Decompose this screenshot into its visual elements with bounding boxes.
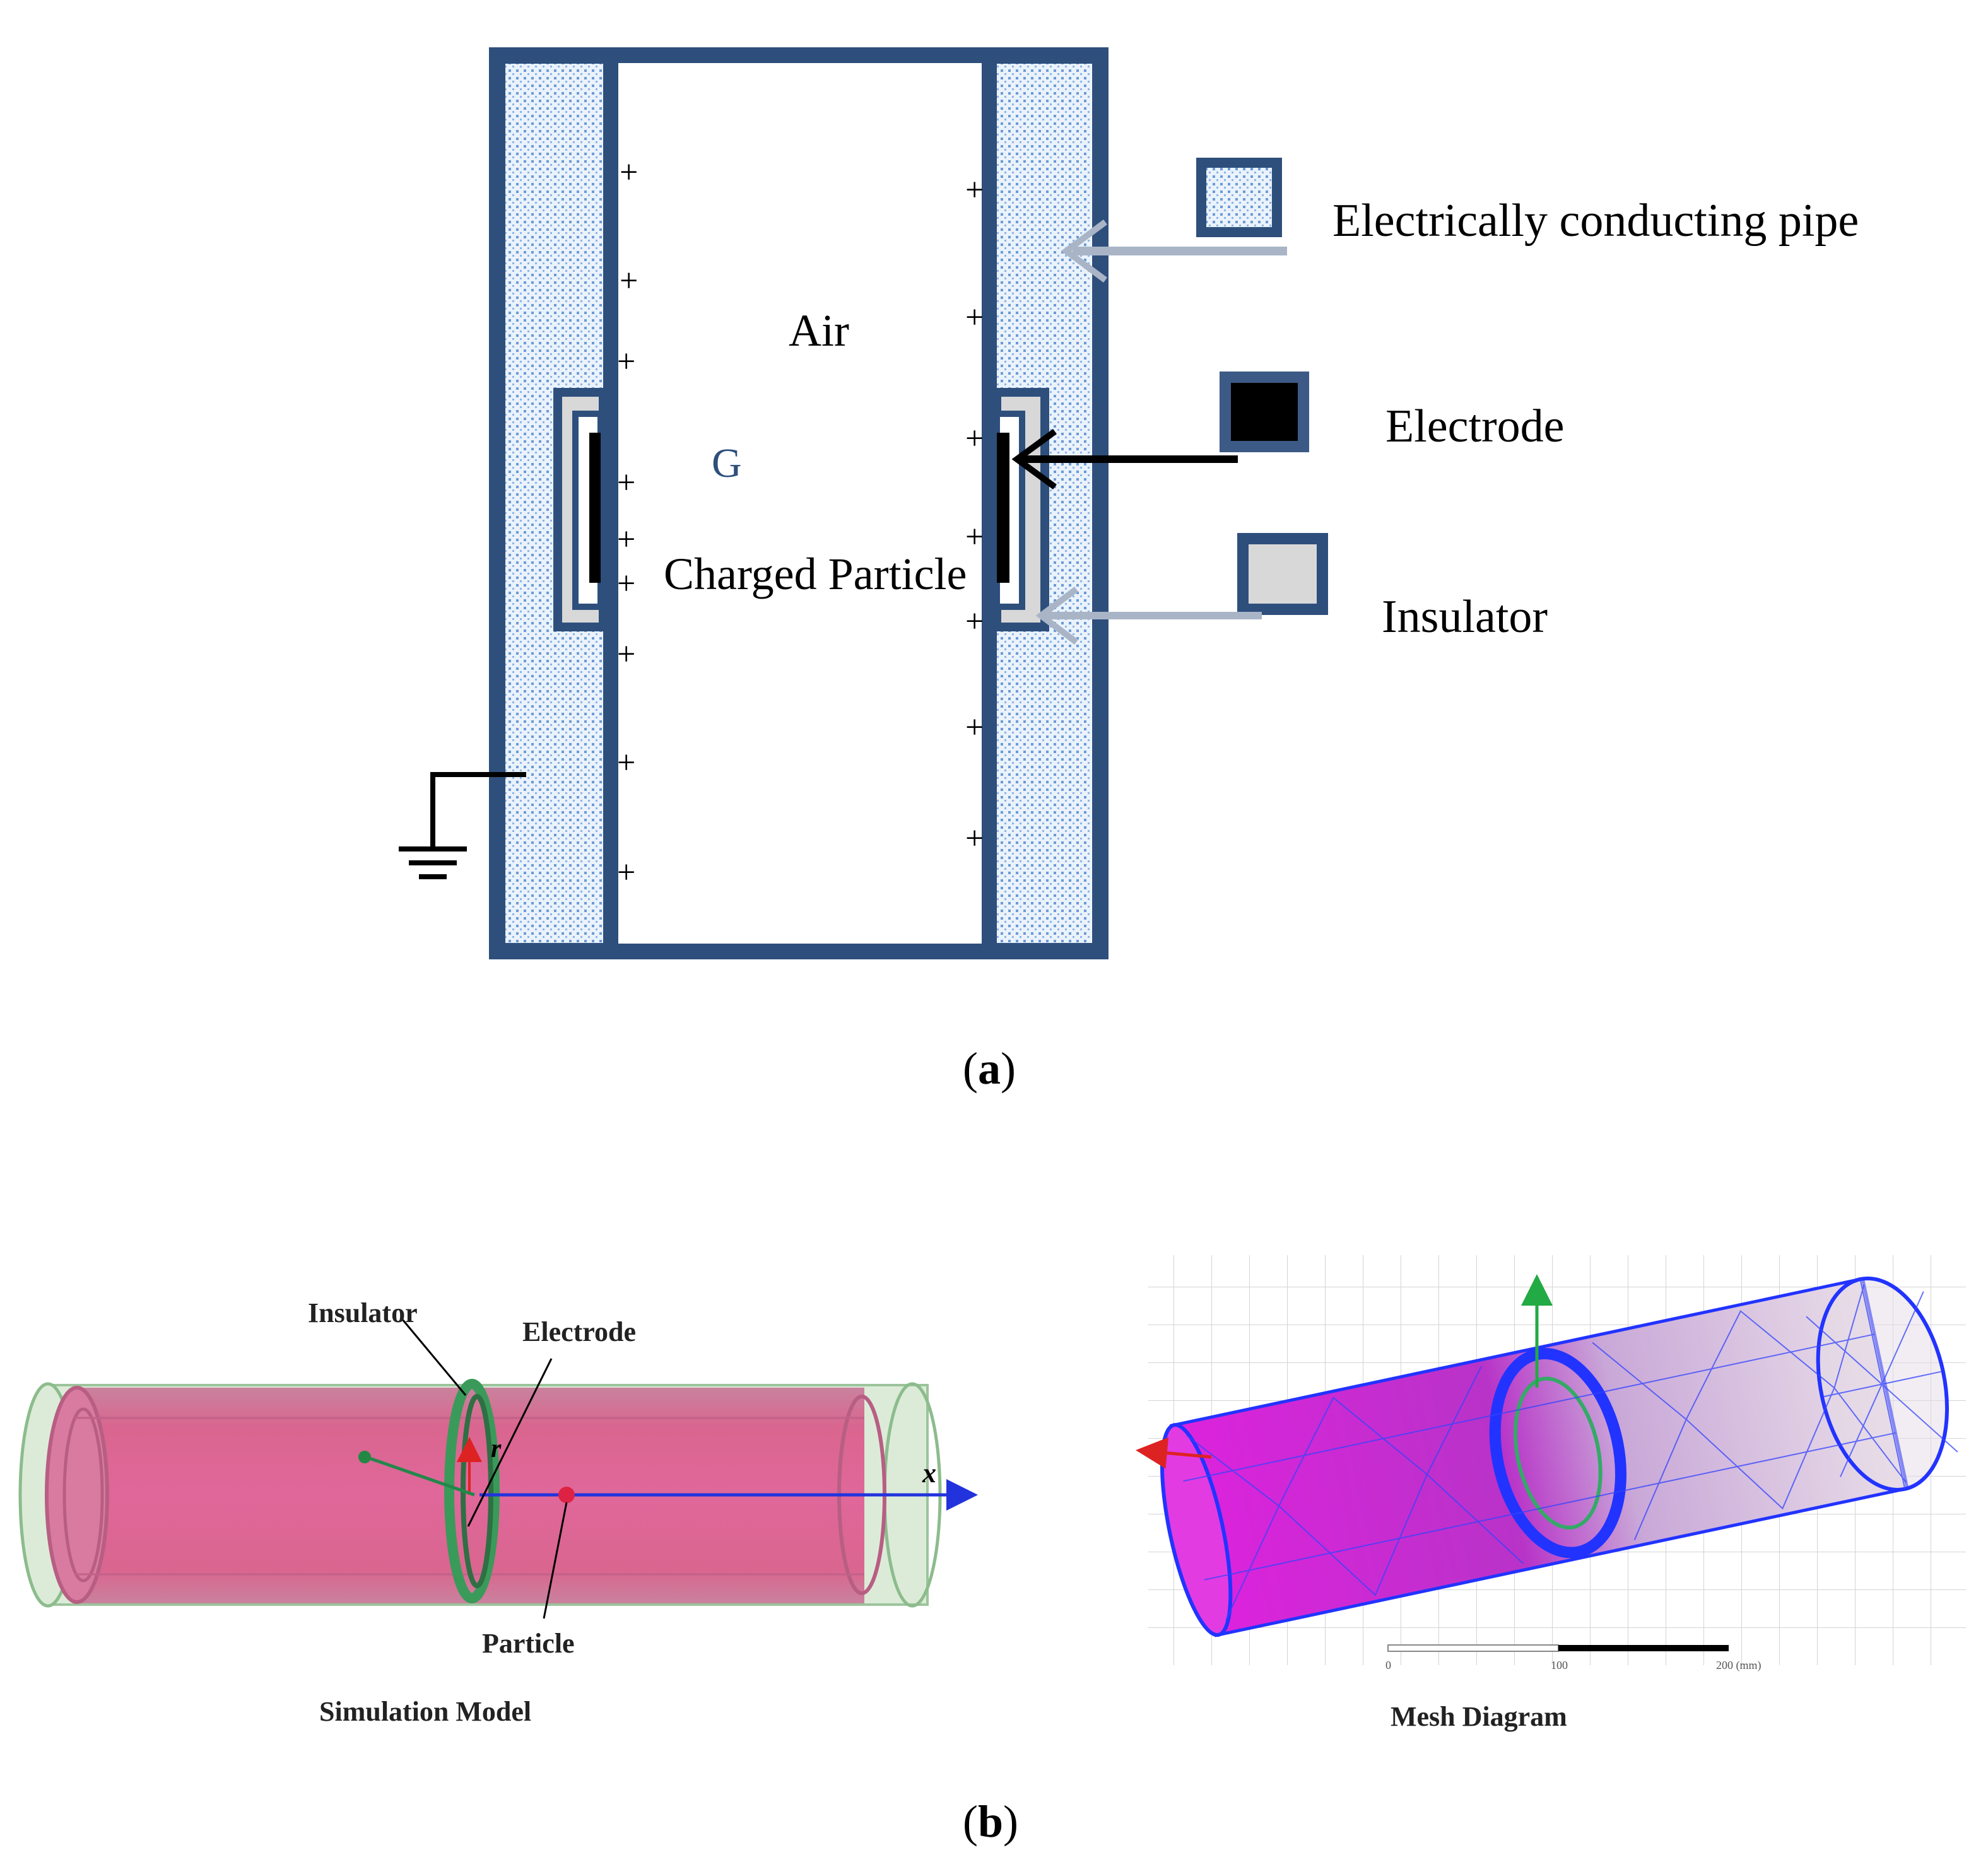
panel-b-simulation-model: x r Insulator Electrode Particle Simulat…	[18, 1297, 978, 1727]
scale-tick-100: 100	[1551, 1659, 1568, 1671]
panel-b-mesh-diagram: 0 100 200 (mm) Mesh Diagram	[1136, 1255, 1966, 1732]
caption-b-close: )	[1003, 1796, 1018, 1847]
legend-electrode-swatch	[1220, 372, 1309, 452]
mesh-cylinder-left-end	[1160, 1423, 1233, 1637]
legend-insulator-swatch	[1237, 533, 1328, 615]
pink-pipe-left-inner	[62, 1407, 104, 1583]
electrode-assembly-left	[553, 388, 608, 631]
electrode-label: Electrode	[522, 1316, 636, 1347]
x-axis-label: x	[922, 1458, 936, 1489]
plus-sign: +	[617, 344, 635, 380]
legend-pipe: Electrically conducting pipe	[1061, 158, 1859, 283]
scale-bar-black	[1558, 1645, 1729, 1651]
caption-a: (a)	[963, 1043, 1016, 1094]
plus-sign: +	[617, 855, 635, 891]
legend-pipe-swatch	[1196, 158, 1282, 237]
caption-a-close: )	[1001, 1043, 1016, 1094]
plus-sign: +	[965, 172, 984, 208]
pipe-outer-frame	[489, 47, 1109, 959]
plus-sign: +	[620, 155, 638, 190]
r-axis-label: r	[491, 1434, 502, 1463]
mesh-cylinder	[1160, 1276, 1958, 1637]
electrode-assembly-right	[992, 388, 1049, 631]
plus-sign: +	[965, 519, 984, 555]
mesh-diagram-title: Mesh Diagram	[1391, 1701, 1567, 1732]
electrode-left	[589, 433, 601, 583]
legend-electrode: Electrode	[1011, 372, 1565, 490]
mesh-triangulation	[1183, 1279, 1958, 1621]
plus-sign: +	[965, 710, 984, 746]
plus-sign: +	[965, 300, 984, 336]
caption-a-letter: a	[978, 1043, 1001, 1094]
caption-a-open: (	[963, 1043, 978, 1094]
mesh-horizontal-axis	[1136, 1437, 1212, 1469]
y-axis-diagonal	[365, 1455, 475, 1497]
panel-a-schematic: + + + + + + + + + + + + + + + + Air G Ch…	[399, 47, 1859, 1094]
legend-pipe-label: Electrically conducting pipe	[1332, 195, 1859, 247]
simulation-model-title: Simulation Model	[319, 1696, 531, 1727]
plus-sign: +	[620, 263, 638, 299]
mesh-electrode-ring-inner	[1513, 1376, 1603, 1530]
surface-charges-right: + + + + + + +	[965, 172, 984, 857]
mesh-scale-bar: 0 100 200 (mm)	[1385, 1644, 1762, 1672]
plus-sign: +	[965, 604, 984, 640]
scale-bar-white	[1387, 1644, 1559, 1652]
plus-sign: +	[617, 566, 635, 602]
surface-charges-left: + + + + + + + + +	[617, 155, 638, 891]
legend-insulator: Insulator	[1035, 533, 1548, 645]
plus-sign: +	[617, 636, 635, 672]
air-channel	[607, 63, 993, 944]
caption-b: (b)	[963, 1796, 1018, 1847]
caption-b-letter: b	[978, 1796, 1003, 1847]
insulator-label: Insulator	[308, 1297, 418, 1328]
ground-symbol	[399, 772, 526, 879]
particle-label: Particle	[482, 1628, 575, 1659]
plus-sign: +	[617, 465, 635, 501]
legend-electrode-label: Electrode	[1385, 401, 1565, 452]
plus-sign: +	[965, 821, 984, 857]
scale-tick-0: 0	[1385, 1659, 1391, 1671]
pink-pipe-left-end	[45, 1386, 109, 1604]
insulator-ring	[444, 1379, 500, 1603]
particle-symbol: G	[712, 440, 742, 486]
legend-insulator-label: Insulator	[1382, 591, 1548, 643]
charged-particle-label: Charged Particle	[664, 549, 967, 599]
plus-sign: +	[617, 745, 635, 781]
electrode-right	[997, 433, 1009, 583]
plus-sign: +	[965, 421, 984, 457]
caption-b-open: (	[963, 1796, 978, 1847]
scale-tick-200: 200 (mm)	[1716, 1659, 1762, 1672]
electrode-leader	[467, 1358, 553, 1527]
plus-sign: +	[617, 522, 635, 558]
insulator-leader	[401, 1319, 467, 1396]
air-label: Air	[789, 305, 849, 356]
particle-dot	[558, 1487, 575, 1503]
y-axis-end-dot	[358, 1451, 371, 1463]
particle-leader	[543, 1502, 568, 1619]
